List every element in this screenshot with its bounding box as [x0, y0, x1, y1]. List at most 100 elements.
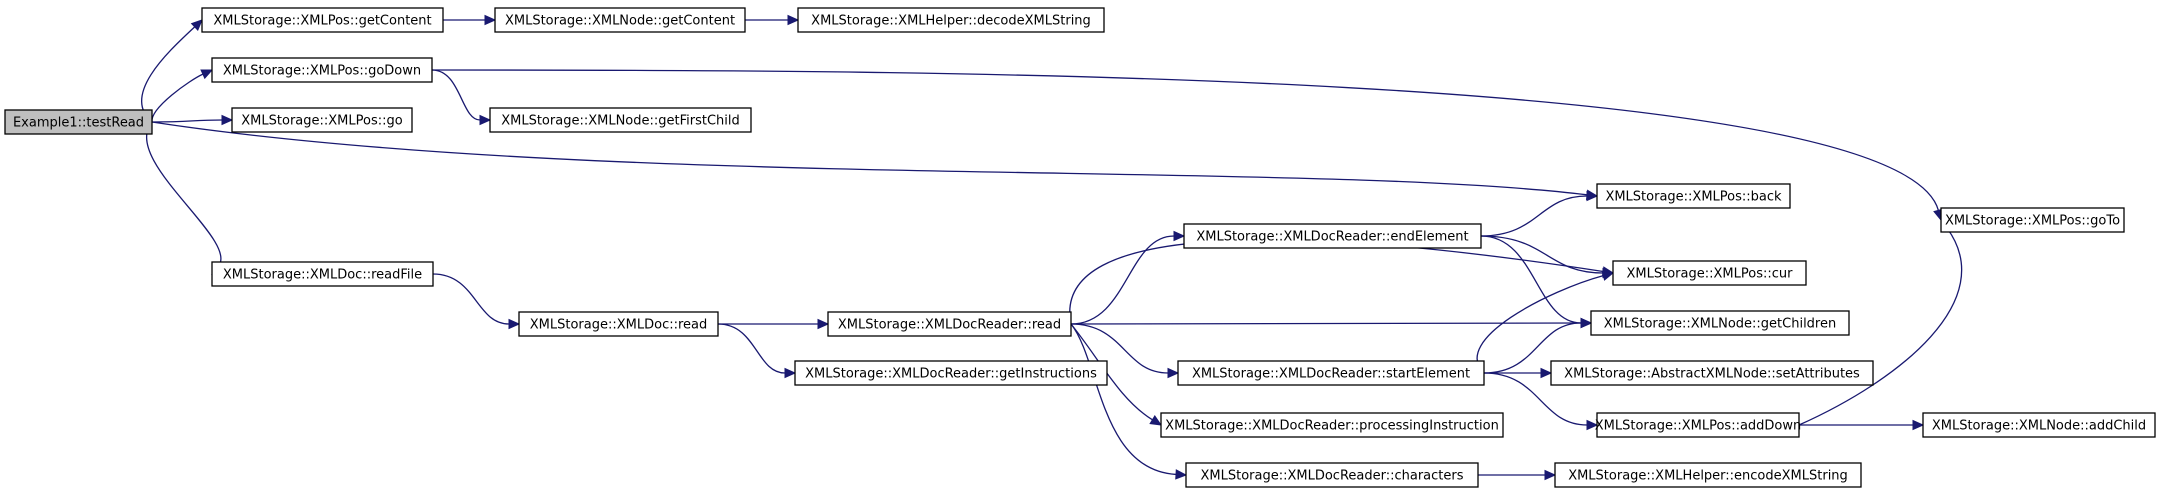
edge-readerRead-to-posCur — [1069, 239, 1604, 325]
arrowhead-startElement-to-posAddDown — [1586, 419, 1599, 431]
node-box — [231, 107, 413, 133]
edge-docRead-to-getInstructions — [717, 323, 786, 374]
edge-testRead-to-posGo — [151, 119, 223, 123]
arrowhead-posGoDown-to-getFirstChild — [479, 114, 492, 126]
arrowhead-nodeGetContent-to-decodeXMLString — [787, 14, 800, 26]
node-posCur[interactable]: XMLStorage::XMLPos::cur — [1612, 260, 1807, 286]
edge-posGoDown-to-getFirstChild — [431, 69, 481, 121]
edges-layer — [141, 14, 1963, 481]
edge-readerRead-to-startElement — [1070, 323, 1169, 374]
node-box — [1160, 412, 1504, 438]
node-characters[interactable]: XMLStorage::XMLDocReader::characters — [1185, 462, 1479, 488]
node-posGoTo[interactable]: XMLStorage::XMLPos::goTo — [1940, 207, 2125, 233]
node-label: XMLStorage::XMLNode::addChild — [1932, 419, 2146, 434]
arrowhead-characters-to-encodeXMLString — [1544, 469, 1557, 481]
node-posGoDown[interactable]: XMLStorage::XMLPos::goDown — [211, 57, 433, 83]
node-startElement[interactable]: XMLStorage::XMLDocReader::startElement — [1177, 360, 1485, 386]
node-posAddDown[interactable]: XMLStorage::XMLPos::addDown — [1595, 412, 1802, 438]
node-box — [211, 57, 433, 83]
arrowhead-posGetContent-to-nodeGetContent — [484, 14, 497, 26]
edge-posGoDown-to-posGoTo — [431, 69, 1939, 211]
edge-startElement-to-getChildren — [1483, 322, 1582, 374]
node-box — [797, 7, 1105, 33]
node-box — [1596, 412, 1800, 438]
node-getFirstChild[interactable]: XMLStorage::XMLNode::getFirstChild — [489, 107, 752, 133]
node-label: XMLStorage::XMLPos::addDown — [1595, 419, 1802, 434]
node-label: XMLStorage::XMLHelper::decodeXMLString — [811, 14, 1091, 29]
edge-startElement-to-posCur — [1476, 274, 1604, 374]
node-addChild[interactable]: XMLStorage::XMLNode::addChild — [1922, 412, 2156, 438]
node-label: XMLStorage::XMLPos::go — [241, 114, 402, 129]
node-docReadFile[interactable]: XMLStorage::XMLDoc::readFile — [211, 261, 434, 287]
arrowhead-readerRead-to-endElement — [1173, 230, 1186, 242]
node-label: XMLStorage::XMLPos::cur — [1627, 267, 1794, 282]
node-encodeXMLString[interactable]: XMLStorage::XMLHelper::encodeXMLString — [1554, 462, 1862, 488]
node-label: XMLStorage::XMLHelper::encodeXMLString — [1568, 469, 1848, 484]
node-endElement[interactable]: XMLStorage::XMLDocReader::endElement — [1183, 223, 1482, 249]
node-readerRead[interactable]: XMLStorage::XMLDocReader::read — [827, 311, 1072, 337]
node-label: XMLStorage::AbstractXMLNode::setAttribut… — [1564, 367, 1860, 382]
edge-testRead-to-posGoDown — [151, 73, 204, 123]
edge-readerRead-to-characters — [1070, 323, 1177, 476]
node-decodeXMLString[interactable]: XMLStorage::XMLHelper::decodeXMLString — [797, 7, 1105, 33]
node-posGo[interactable]: XMLStorage::XMLPos::go — [231, 107, 413, 133]
arrowhead-readerRead-to-startElement — [1167, 367, 1180, 379]
edge-posAddDown-to-posGoTo — [1798, 227, 1963, 426]
arrowhead-docRead-to-getInstructions — [784, 367, 797, 379]
arrowhead-testRead-to-posGo — [221, 114, 234, 126]
node-label: XMLStorage::XMLDocReader::processingInst… — [1165, 419, 1499, 434]
node-docRead[interactable]: XMLStorage::XMLDoc::read — [518, 311, 719, 337]
node-label: XMLStorage::XMLDocReader::endElement — [1196, 230, 1468, 245]
node-box — [1590, 310, 1850, 336]
node-label: XMLStorage::XMLDocReader::startElement — [1192, 367, 1470, 382]
node-label: XMLStorage::XMLPos::goTo — [1945, 214, 2120, 229]
node-box — [211, 261, 434, 287]
arrowhead-docReadFile-to-docRead — [508, 318, 521, 330]
arrowhead-docRead-to-readerRead — [817, 318, 830, 330]
node-getInstructions[interactable]: XMLStorage::XMLDocReader::getInstruction… — [794, 360, 1108, 386]
arrowhead-posAddDown-to-addChild — [1912, 419, 1925, 431]
node-label: XMLStorage::XMLNode::getFirstChild — [501, 114, 740, 129]
edge-testRead-to-posBack — [151, 121, 1588, 196]
node-posGetContent[interactable]: XMLStorage::XMLPos::getContent — [201, 7, 444, 33]
edge-readerRead-to-getChildren — [1070, 322, 1582, 325]
node-box — [489, 107, 752, 133]
nodes-layer: Example1::testRead XMLStorage::XMLPos::ge… — [4, 7, 2156, 488]
edge-endElement-to-posCur — [1480, 235, 1604, 274]
node-box — [1177, 360, 1485, 386]
arrowhead-startElement-to-posCur — [1601, 270, 1615, 281]
node-label: XMLStorage::XMLDocReader::getInstruction… — [805, 367, 1097, 382]
arrowhead-testRead-to-posGoDown — [200, 69, 214, 80]
node-label: XMLStorage::XMLPos::goDown — [223, 64, 421, 79]
edge-docReadFile-to-docRead — [432, 273, 510, 325]
node-label: Example1::testRead — [13, 116, 144, 131]
edge-endElement-to-getChildren — [1480, 235, 1582, 324]
arrowhead-readerRead-to-characters — [1175, 469, 1188, 480]
node-box — [1185, 462, 1479, 488]
edge-testRead-to-posGetContent — [141, 26, 196, 123]
node-setAttributes[interactable]: XMLStorage::AbstractXMLNode::setAttribut… — [1550, 360, 1874, 386]
arrowhead-startElement-to-setAttributes — [1540, 367, 1553, 379]
node-box — [4, 109, 153, 135]
node-box — [1940, 207, 2125, 233]
edge-endElement-to-posBack — [1480, 195, 1588, 237]
node-box — [1183, 223, 1482, 249]
node-label: XMLStorage::XMLPos::back — [1605, 190, 1782, 205]
node-box — [201, 7, 444, 33]
node-label: XMLStorage::XMLNode::getChildren — [1604, 317, 1836, 332]
node-label: XMLStorage::XMLDoc::read — [530, 318, 708, 333]
node-box — [1596, 183, 1791, 209]
node-nodeGetContent[interactable]: XMLStorage::XMLNode::getContent — [494, 7, 746, 33]
node-processingInstruction[interactable]: XMLStorage::XMLDocReader::processingInst… — [1160, 412, 1504, 438]
node-label: XMLStorage::XMLDoc::readFile — [223, 268, 422, 283]
arrowhead-readerRead-to-processingInstruction — [1149, 415, 1163, 426]
node-label: XMLStorage::XMLNode::getContent — [505, 14, 735, 29]
node-label: XMLStorage::XMLDocReader::characters — [1200, 469, 1463, 484]
node-box — [827, 311, 1072, 337]
node-getChildren[interactable]: XMLStorage::XMLNode::getChildren — [1590, 310, 1850, 336]
node-posBack[interactable]: XMLStorage::XMLPos::back — [1596, 183, 1791, 209]
edge-testRead-to-docReadFile — [145, 121, 222, 267]
edge-readerRead-to-endElement — [1070, 235, 1175, 325]
node-testRead[interactable]: Example1::testRead — [4, 109, 153, 135]
node-box — [494, 7, 746, 33]
